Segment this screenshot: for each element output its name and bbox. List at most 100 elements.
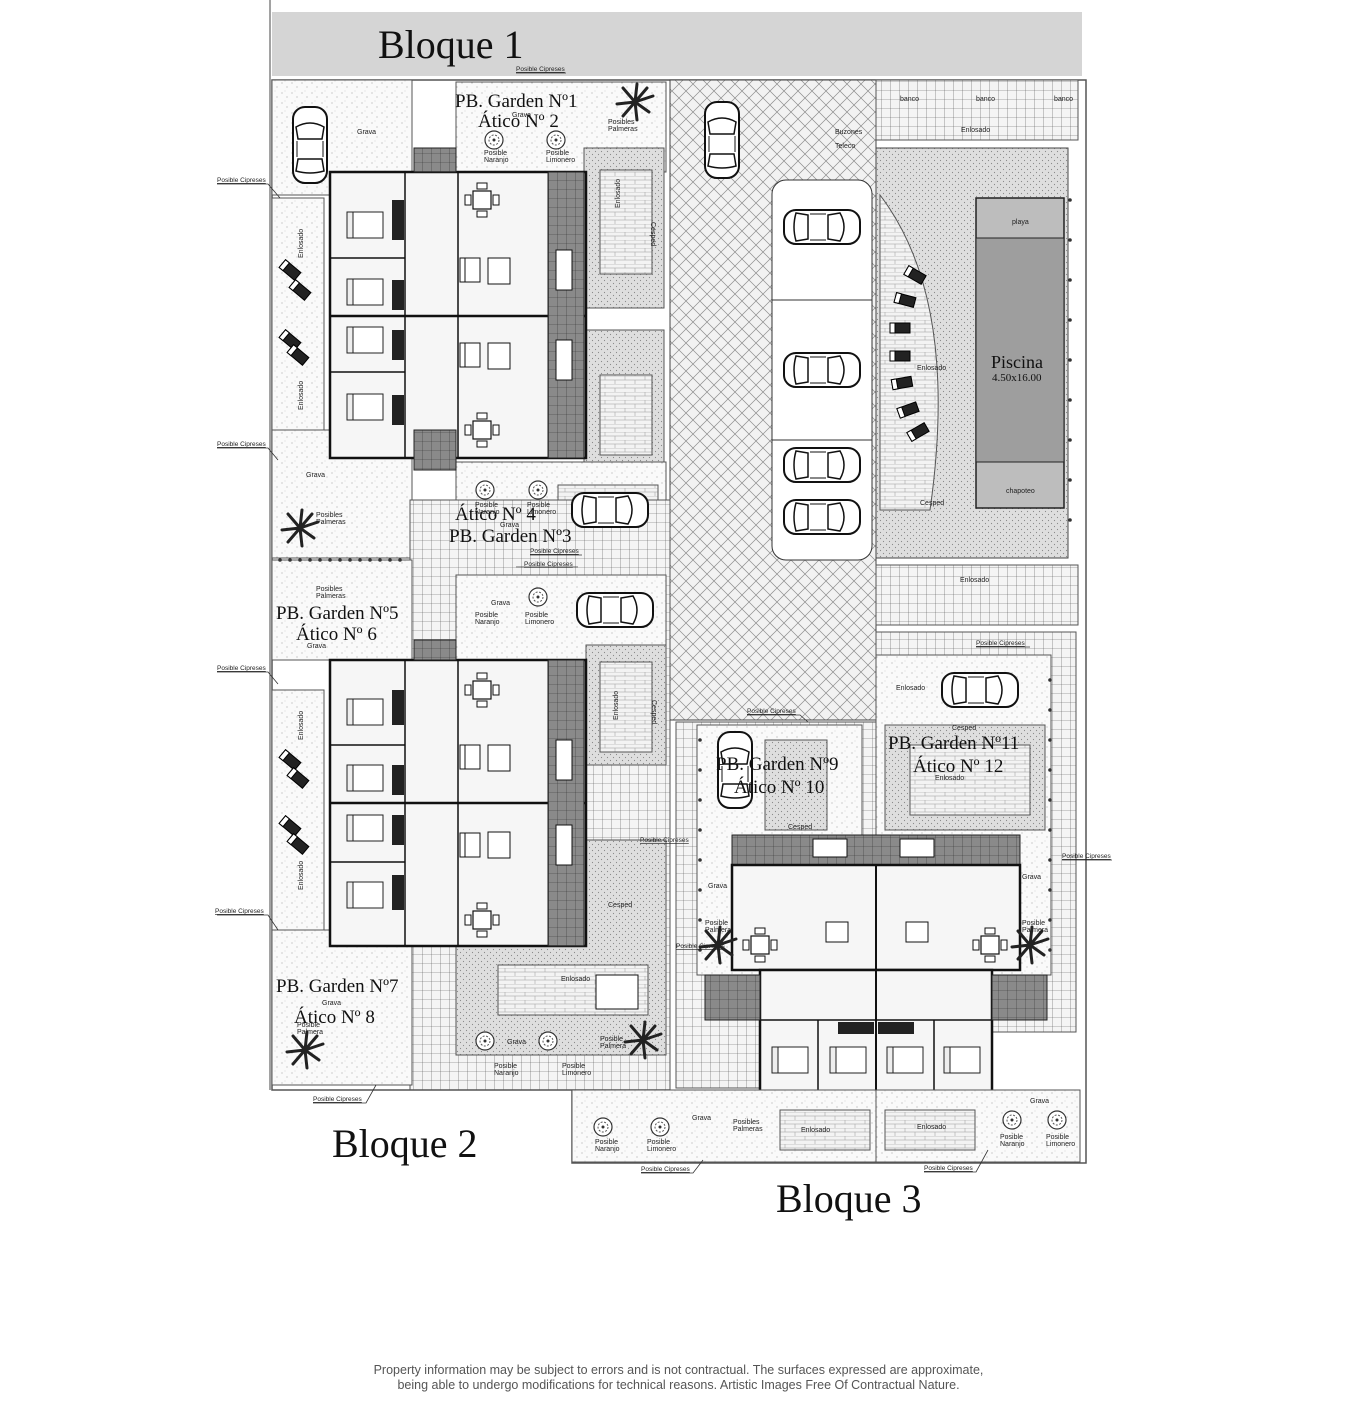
- svg-text:Grava: Grava: [500, 522, 519, 529]
- area-labels: Grava Grava Grava Grava Grava Grava Grav…: [297, 96, 1075, 1153]
- unit-5-label: PB. Garden Nº5: [276, 603, 399, 624]
- unit-11-label: PB. Garden Nº11: [888, 733, 1019, 754]
- unit-3-label: PB. Garden Nº3: [449, 526, 572, 547]
- svg-text:Posible: Posible: [647, 1139, 670, 1146]
- telecom-label: Teleco: [835, 143, 855, 150]
- bloque-2-title: Bloque 2: [332, 1121, 478, 1166]
- svg-text:Enlosado: Enlosado: [896, 685, 925, 692]
- unit-7-label: PB. Garden Nº7: [276, 976, 399, 997]
- svg-text:Grava: Grava: [1030, 1098, 1049, 1105]
- svg-text:Grava: Grava: [692, 1115, 711, 1122]
- svg-text:Grava: Grava: [357, 129, 376, 136]
- unit-1-label: PB. Garden Nº1: [455, 91, 578, 112]
- svg-text:Naranjo: Naranjo: [484, 157, 509, 164]
- svg-text:Grava: Grava: [708, 883, 727, 890]
- svg-text:Posible Cipreses: Posible Cipreses: [976, 640, 1026, 647]
- svg-text:Posible: Posible: [525, 612, 548, 619]
- svg-text:Posible: Posible: [484, 150, 507, 157]
- svg-text:Enlosado: Enlosado: [615, 179, 622, 208]
- svg-text:Palmeras: Palmeras: [316, 519, 346, 526]
- svg-text:Limonero: Limonero: [525, 619, 554, 626]
- svg-text:Cesped: Cesped: [952, 725, 976, 732]
- disclaimer-line-2: being able to undergo modifications for …: [397, 1378, 960, 1392]
- svg-text:Grava: Grava: [1022, 874, 1041, 881]
- svg-text:Posible Cipreses: Posible Cipreses: [217, 177, 267, 184]
- svg-text:Posible: Posible: [1022, 920, 1045, 927]
- svg-text:Cesped: Cesped: [788, 824, 812, 831]
- svg-text:Enlosado: Enlosado: [298, 711, 305, 740]
- svg-text:Enlosado: Enlosado: [298, 381, 305, 410]
- svg-text:Posible Cipreses: Posible Cipreses: [217, 665, 267, 672]
- svg-text:banco: banco: [976, 96, 995, 103]
- bloque-1-band: [272, 12, 1082, 76]
- svg-text:Posible: Posible: [297, 1022, 320, 1029]
- svg-text:Naranjo: Naranjo: [595, 1146, 620, 1153]
- svg-text:Posible Cipreses: Posible Cipreses: [1062, 853, 1112, 860]
- pool-top-terrace: [875, 79, 1079, 141]
- furniture: [346, 182, 1008, 1074]
- unit-8-label: Ático Nº 8: [294, 1006, 375, 1028]
- svg-text:Posibles: Posibles: [316, 586, 343, 593]
- svg-text:Posible: Posible: [595, 1139, 618, 1146]
- svg-text:Grava: Grava: [512, 112, 531, 119]
- svg-text:Enlosado: Enlosado: [961, 127, 990, 134]
- svg-text:Enlosado: Enlosado: [561, 976, 590, 983]
- svg-text:Naranjo: Naranjo: [475, 509, 500, 516]
- svg-text:Limonero: Limonero: [546, 157, 575, 164]
- svg-text:Naranjo: Naranjo: [494, 1070, 519, 1077]
- svg-text:banco: banco: [900, 96, 919, 103]
- pool-bottom-terrace: [875, 564, 1079, 626]
- disclaimer-line-1: Property information may be subject to e…: [373, 1363, 984, 1377]
- svg-text:Enlosado: Enlosado: [917, 1124, 946, 1131]
- svg-text:Posible: Posible: [527, 502, 550, 509]
- pool-dimensions: 4.50x16.00: [992, 372, 1042, 384]
- pool-name: Piscina: [991, 352, 1043, 372]
- svg-text:Posible Cipreses: Posible Cipreses: [676, 943, 726, 950]
- svg-text:Posible Cipreses: Posible Cipreses: [640, 837, 690, 844]
- svg-text:Posibles: Posibles: [733, 1119, 760, 1126]
- svg-text:Palmeras: Palmeras: [733, 1126, 763, 1133]
- svg-text:Posible Cipreses: Posible Cipreses: [217, 441, 267, 448]
- svg-text:Posible: Posible: [1046, 1134, 1069, 1141]
- svg-text:Grava: Grava: [322, 1000, 341, 1007]
- svg-text:Grava: Grava: [507, 1039, 526, 1046]
- svg-text:Limonero: Limonero: [647, 1146, 676, 1153]
- svg-text:Enlosado: Enlosado: [960, 577, 989, 584]
- pool-splash-label: chapoteo: [1006, 488, 1035, 495]
- svg-text:Naranjo: Naranjo: [475, 619, 500, 626]
- pool-beach-label: playa: [1012, 219, 1029, 226]
- svg-text:Palmera: Palmera: [705, 927, 731, 934]
- mailboxes-label: Buzones: [835, 129, 863, 136]
- unit-10-label: Ático Nº 10: [734, 776, 824, 798]
- svg-text:Enlosado: Enlosado: [298, 229, 305, 258]
- svg-text:Posible: Posible: [705, 920, 728, 927]
- svg-text:Palmera: Palmera: [297, 1029, 323, 1036]
- svg-text:Posible Cipreses: Posible Cipreses: [313, 1096, 363, 1103]
- unit-6-label: Ático Nº 6: [296, 623, 377, 645]
- svg-text:Cesped: Cesped: [650, 700, 657, 724]
- svg-text:Grava: Grava: [491, 600, 510, 607]
- svg-text:Posible: Posible: [475, 612, 498, 619]
- svg-text:Grava: Grava: [306, 472, 325, 479]
- svg-text:Enlosado: Enlosado: [298, 861, 305, 890]
- svg-text:Limonero: Limonero: [562, 1070, 591, 1077]
- svg-text:Palmera: Palmera: [1022, 927, 1048, 934]
- svg-text:Naranjo: Naranjo: [1000, 1141, 1025, 1148]
- svg-text:Posible: Posible: [600, 1036, 623, 1043]
- unit-12-label: Ático Nº 12: [913, 755, 1003, 777]
- svg-text:Enlosado: Enlosado: [613, 691, 620, 720]
- svg-text:Posible Cipreses: Posible Cipreses: [524, 561, 574, 568]
- svg-text:Posible Cipreses: Posible Cipreses: [641, 1166, 691, 1173]
- svg-text:Posible: Posible: [494, 1063, 517, 1070]
- svg-text:Enlosado: Enlosado: [935, 775, 964, 782]
- unit-2-label: Ático Nº 2: [478, 110, 559, 132]
- svg-text:banco: banco: [1054, 96, 1073, 103]
- cypress-labels: Posible Cipreses Posible Cipreses Posibl…: [215, 66, 1112, 1173]
- svg-text:Palmeras: Palmeras: [316, 593, 346, 600]
- svg-text:Palmeras: Palmeras: [608, 126, 638, 133]
- bloque-3-title: Bloque 3: [776, 1176, 922, 1221]
- svg-text:Posible: Posible: [546, 150, 569, 157]
- svg-text:Cesped: Cesped: [920, 500, 944, 507]
- svg-text:Grava: Grava: [307, 643, 326, 650]
- svg-text:Posible Cipreses: Posible Cipreses: [530, 548, 580, 555]
